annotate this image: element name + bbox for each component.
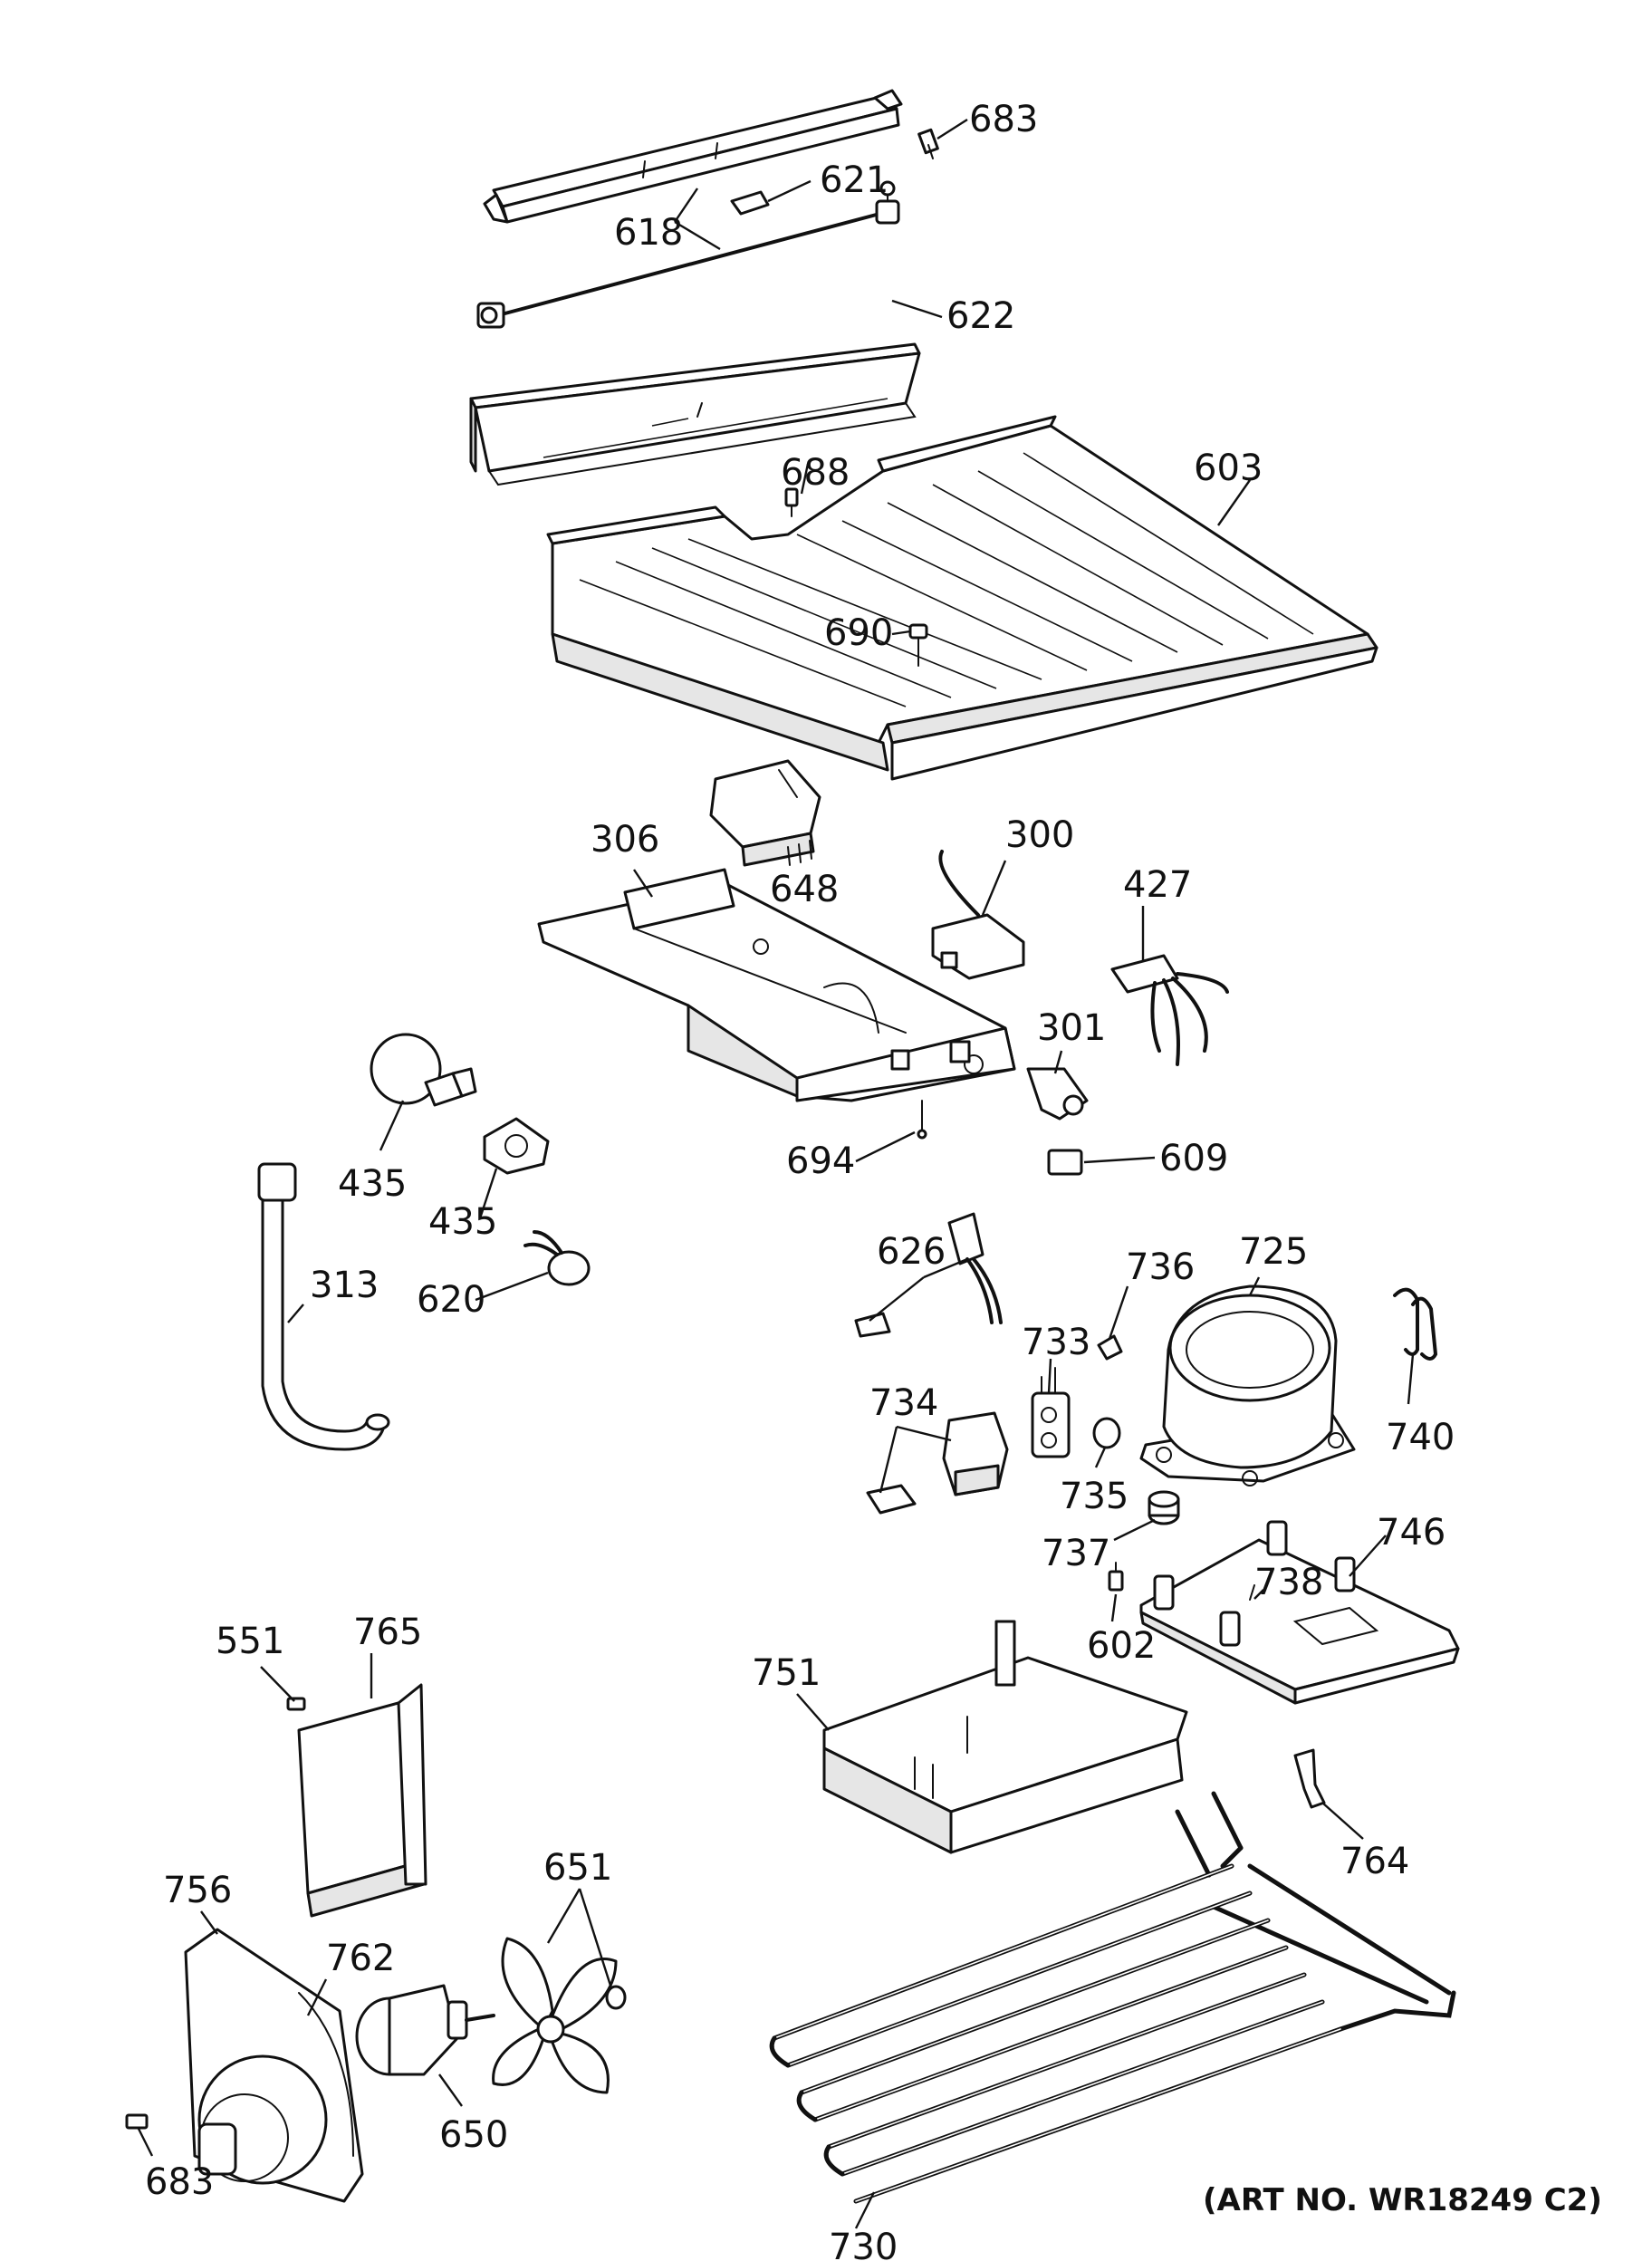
callout-740: 740 [1386, 1417, 1455, 1458]
callout-650: 650 [439, 2114, 508, 2156]
callout-762: 762 [326, 1938, 395, 1979]
callout-609: 609 [1159, 1138, 1228, 1179]
callout-738: 738 [1254, 1562, 1323, 1603]
part-651-fan-blade [492, 1937, 627, 2094]
part-551-screw [286, 1697, 306, 1711]
part-736-clip [1097, 1334, 1123, 1361]
callout-733: 733 [1022, 1322, 1090, 1363]
part-306-control-housing [537, 868, 1016, 1102]
part-746-base-plate [1139, 1520, 1460, 1705]
callout-labels: 683 621 618 622 688 603 690 306 648 300 … [145, 99, 1455, 2261]
part-427-connector [1110, 954, 1229, 1066]
part-738-grommet [1249, 1584, 1255, 1601]
part-618-rod-assembly [476, 180, 900, 329]
part-603-pan [546, 415, 1378, 781]
part-313-drain-tube [257, 1162, 390, 1451]
callout-551: 551 [216, 1621, 284, 1662]
callout-306: 306 [591, 819, 659, 861]
part-735-overload [1092, 1417, 1121, 1449]
callout-688: 688 [781, 452, 850, 494]
callout-651: 651 [543, 1847, 612, 1889]
part-620-cap [523, 1230, 591, 1286]
callout-618: 618 [614, 212, 683, 254]
part-626-harness [854, 1212, 1003, 1338]
part-751-drain-pan [822, 1620, 1188, 1854]
part-435-bulb [370, 1033, 477, 1107]
callout-435-socket: 435 [428, 1201, 497, 1243]
callout-725: 725 [1239, 1231, 1308, 1273]
part-765-baffle [297, 1683, 427, 1918]
part-683-screw-top [917, 128, 939, 159]
callout-648: 648 [770, 869, 839, 910]
part-734-cover [866, 1411, 1009, 1515]
callout-690: 690 [824, 612, 893, 654]
part-648-timer [709, 759, 821, 867]
callout-764: 764 [1340, 1841, 1409, 1882]
callout-621: 621 [820, 159, 888, 201]
callout-683-bottom: 683 [145, 2161, 214, 2203]
callout-301: 301 [1037, 1007, 1106, 1049]
callout-694: 694 [786, 1140, 855, 1182]
callout-756: 756 [163, 1870, 232, 1911]
part-609-switch [1047, 1149, 1083, 1176]
part-737-grommet [1148, 1490, 1180, 1525]
callout-300: 300 [1005, 814, 1074, 856]
part-602-screw [1108, 1562, 1124, 1592]
callout-620: 620 [417, 1279, 485, 1321]
callout-765: 765 [353, 1612, 422, 1653]
callout-602: 602 [1087, 1625, 1156, 1667]
callout-683-top: 683 [969, 99, 1038, 140]
callout-313: 313 [310, 1265, 379, 1306]
part-688-screw [784, 487, 799, 517]
callout-734: 734 [869, 1382, 938, 1424]
callout-622: 622 [946, 295, 1015, 337]
part-650-motor [355, 1984, 495, 2076]
part-435-socket [483, 1117, 550, 1175]
art-number: (ART NO. WR18249 C2) [1203, 2182, 1602, 2218]
part-694-screw [917, 1100, 927, 1140]
part-301-switch [1026, 1067, 1089, 1121]
callout-603: 603 [1194, 447, 1263, 489]
callout-735: 735 [1060, 1476, 1129, 1517]
part-733-relay [1031, 1367, 1071, 1458]
part-740-hooks [1393, 1287, 1438, 1361]
part-683-screw-bottom [125, 2113, 149, 2130]
callout-730: 730 [829, 2227, 898, 2261]
condenser-end-bends [769, 2035, 845, 2177]
callout-746: 746 [1377, 1512, 1446, 1554]
callout-626: 626 [877, 1231, 946, 1273]
condenser-highlights [773, 1865, 1341, 2202]
part-621-clip [730, 190, 770, 216]
callout-427: 427 [1123, 864, 1192, 906]
callout-737: 737 [1042, 1533, 1110, 1574]
part-730-condenser [769, 1791, 1456, 2204]
pan-ribs [579, 452, 1314, 707]
callout-435-bulb: 435 [338, 1163, 407, 1205]
leader-lines [136, 118, 1415, 2229]
part-725-compressor [1139, 1284, 1356, 1486]
callout-736: 736 [1126, 1246, 1195, 1288]
callout-751: 751 [752, 1652, 821, 1694]
part-764-clip [1293, 1748, 1326, 1809]
part-300-thermostat [931, 850, 1025, 980]
part-621-light-shield [483, 89, 903, 224]
part-622-cover [469, 342, 921, 486]
